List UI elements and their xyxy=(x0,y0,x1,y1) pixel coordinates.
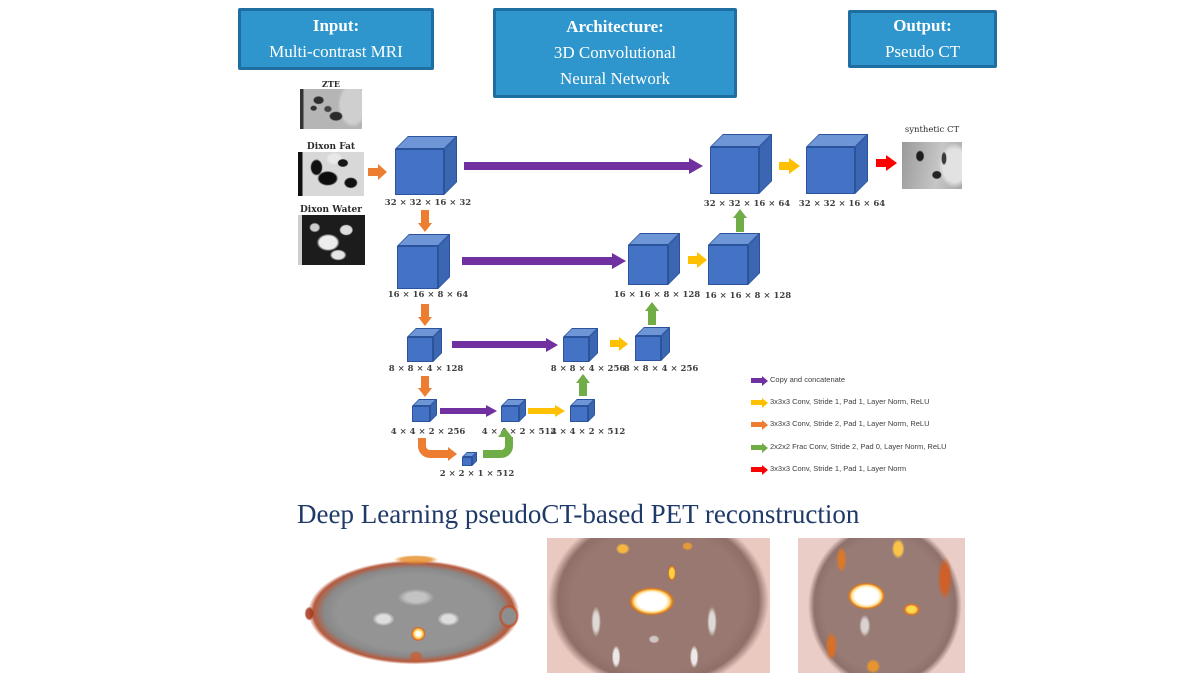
zte-label: ZTE xyxy=(322,79,340,89)
pet-axial-image xyxy=(300,538,532,673)
cube-dims: 16 × 16 × 8 × 128 xyxy=(704,291,792,301)
zte-mri-image xyxy=(300,89,362,129)
upsample-arrow-1 xyxy=(736,218,744,232)
cube-dims: 4 × 4 × 2 × 512 xyxy=(550,427,626,437)
dixon-water-label: Dixon Water xyxy=(299,205,363,215)
cube-dims: 4 × 4 × 2 × 256 xyxy=(390,427,466,437)
dixon-water-mri-image xyxy=(298,215,365,265)
input-header-title: Input: xyxy=(312,16,360,35)
cube-dims: 16 × 16 × 8 × 64 xyxy=(387,290,469,300)
architecture-header-title: Architecture: xyxy=(566,17,664,36)
cube-dims: 16 × 16 × 8 × 128 xyxy=(613,290,701,300)
cube-dims: 32 × 32 × 16 × 64 xyxy=(798,199,886,209)
legend-arrow-icon xyxy=(751,467,762,472)
conv-arrow-row3 xyxy=(610,340,619,347)
bottleneck-down-arrow xyxy=(418,438,457,461)
encoder-cube-2 xyxy=(397,234,450,289)
output-header-title: Output: xyxy=(893,16,952,35)
cube-dims: 8 × 8 × 4 × 256 xyxy=(623,364,699,374)
input-header-subtitle: Multi-contrast MRI xyxy=(269,42,403,61)
dixon-fat-label: Dixon Fat xyxy=(306,142,356,152)
upsample-arrow-2 xyxy=(648,311,656,325)
output-header-box: Output: Pseudo CT xyxy=(848,10,997,68)
conv-arrow-row1 xyxy=(779,162,789,170)
input-arrow xyxy=(368,168,378,176)
dixon-fat-mri-image xyxy=(298,152,364,196)
skip-connection-arrow-3 xyxy=(452,341,546,348)
legend-arrow-icon xyxy=(751,400,762,405)
legend-label: 3x3x3 Conv, Stride 1, Pad 1, Layer Norm xyxy=(770,464,907,473)
legend-label: 3x3x3 Conv, Stride 2, Pad 1, Layer Norm,… xyxy=(770,419,930,428)
legend-label: 3x3x3 Conv, Stride 1, Pad 1, Layer Norm,… xyxy=(770,397,930,406)
output-conv-arrow xyxy=(876,159,886,167)
decoder-cube-2 xyxy=(628,233,680,285)
conv-arrow-row2 xyxy=(688,256,697,264)
cube-dims: 2 × 2 × 1 × 512 xyxy=(439,469,515,479)
pet-coronal-image xyxy=(547,538,770,673)
conv-arrow-row4 xyxy=(528,408,555,414)
legend-label: Copy and concatenate xyxy=(770,375,846,384)
legend-arrow-icon xyxy=(751,422,762,427)
decoder-cube-1 xyxy=(710,134,772,194)
skip-connection-arrow-4 xyxy=(440,408,486,414)
legend-arrow-icon xyxy=(751,445,762,450)
skip-connection-arrow-2 xyxy=(462,257,612,265)
downsample-arrow-1 xyxy=(421,210,429,223)
architecture-header-line1: 3D Convolutional xyxy=(553,43,677,62)
decoder-cube-3b xyxy=(635,327,670,361)
synthetic-ct-label: synthetic CT xyxy=(904,125,960,135)
output-header-subtitle: Pseudo CT xyxy=(884,42,961,61)
bottleneck-cube xyxy=(462,452,477,466)
downsample-arrow-3 xyxy=(421,376,429,388)
architecture-header-box: Architecture: 3D Convolutional Neural Ne… xyxy=(493,8,737,98)
pet-section-title: Deep Learning pseudoCT-based PET reconst… xyxy=(297,499,860,529)
architecture-header-line2: Neural Network xyxy=(560,69,670,88)
downsample-arrow-2 xyxy=(421,304,429,317)
bottleneck-up-arrow xyxy=(483,428,513,458)
decoder-cube-4 xyxy=(501,399,526,422)
cube-dims: 32 × 32 × 16 × 32 xyxy=(384,198,472,208)
decoder-cube-2b xyxy=(708,233,760,285)
decoder-cube-3 xyxy=(563,328,598,362)
legend-label: 2x2x2 Frac Conv, Stride 2, Pad 0, Layer … xyxy=(770,442,947,451)
cube-dims: 8 × 8 × 4 × 256 xyxy=(550,364,626,374)
synthetic-ct-image xyxy=(902,142,962,189)
skip-connection-arrow-1 xyxy=(464,162,689,170)
encoder-cube-1 xyxy=(395,136,457,195)
cube-dims: 4 × 4 × 2 × 512 xyxy=(481,427,557,437)
cube-dims: 32 × 32 × 16 × 64 xyxy=(703,199,791,209)
input-header-box: Input: Multi-contrast MRI xyxy=(238,8,434,70)
encoder-cube-4 xyxy=(412,399,437,422)
legend-arrow-icon xyxy=(751,378,762,383)
cube-dims: 8 × 8 × 4 × 128 xyxy=(388,364,464,374)
decoder-cube-4b xyxy=(570,399,595,422)
upsample-arrow-3 xyxy=(579,383,587,396)
output-cube-1 xyxy=(806,134,868,194)
pet-sagittal-image xyxy=(798,538,965,673)
encoder-cube-3 xyxy=(407,328,442,362)
